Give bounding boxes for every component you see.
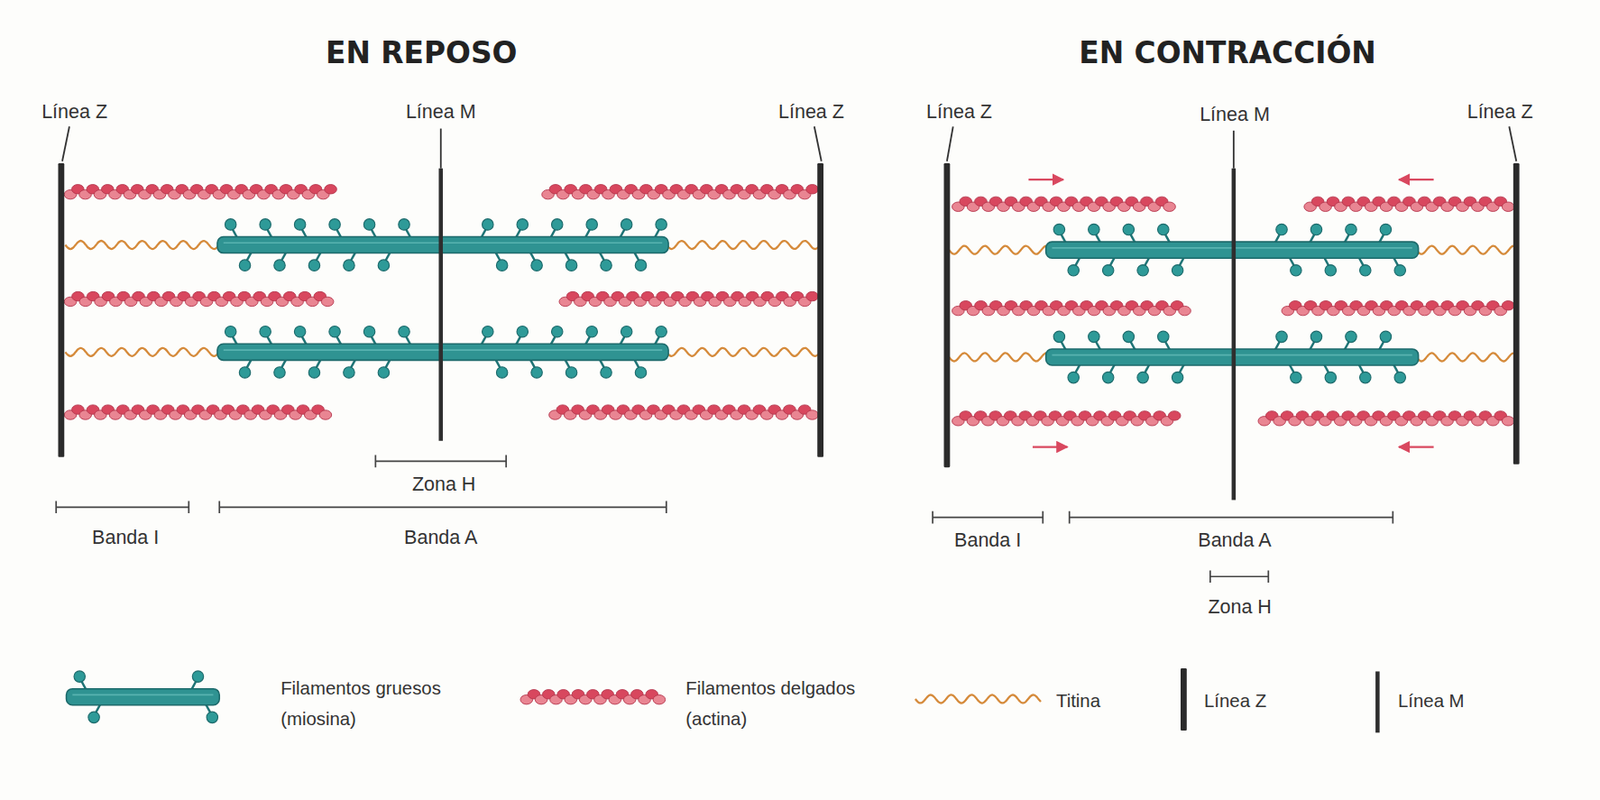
titin-filament	[64, 240, 220, 249]
part-label: Línea Z	[778, 101, 845, 124]
titin-filament	[948, 352, 1049, 361]
slide-arrow	[1028, 178, 1063, 181]
actin-filament	[542, 184, 819, 200]
part-label: Línea Z	[926, 101, 993, 124]
leader-line	[440, 128, 442, 169]
actin-filament	[952, 411, 1181, 426]
z-line	[1180, 668, 1187, 731]
part-label: Banda A	[1197, 529, 1271, 552]
legend-text: Filamentos gruesos (miosina)	[280, 673, 469, 736]
z-line	[57, 163, 65, 458]
actin-filament	[1281, 301, 1515, 316]
legend-text: Línea Z	[1204, 685, 1267, 717]
titin-filament	[666, 348, 819, 357]
legend-text: Línea M	[1397, 685, 1465, 717]
part-label: Línea Z	[41, 101, 108, 124]
part-label: Zona H	[1207, 596, 1271, 619]
band-bracket	[219, 501, 667, 515]
actin-filament	[1258, 411, 1515, 426]
titin-filament	[948, 246, 1049, 255]
part-label: Línea M	[1199, 102, 1270, 126]
panel-heading: EN REPOSO	[325, 36, 517, 71]
part-label: Banda I	[91, 526, 159, 550]
titin-filament	[1416, 352, 1515, 361]
part-label: Banda I	[954, 529, 1021, 552]
actin-filament	[1304, 196, 1515, 212]
m-line	[1232, 168, 1237, 501]
actin-filament	[952, 196, 1177, 212]
actin-filament	[952, 301, 1192, 316]
band-bracket	[932, 511, 1043, 525]
band-bracket	[55, 501, 189, 515]
actin-filament	[64, 291, 334, 306]
band-bracket	[1069, 511, 1394, 525]
myosin-filament	[66, 671, 221, 724]
slide-arrow	[1398, 445, 1434, 448]
actin-filament	[64, 404, 332, 420]
legend-text: Filamentos delgados (actina)	[685, 673, 880, 736]
myosin-filament	[217, 219, 669, 272]
part-label: Línea Z	[1467, 101, 1534, 124]
z-line	[817, 163, 824, 458]
z-line	[944, 163, 951, 468]
part-label: Banda A	[404, 526, 478, 550]
band-bracket	[375, 455, 506, 469]
leader-line	[1508, 126, 1517, 161]
panel-heading: EN CONTRACCIÓN	[1078, 36, 1376, 71]
titin-filament	[915, 694, 1041, 703]
myosin-filament	[217, 325, 669, 378]
slide-arrow	[1032, 445, 1067, 448]
part-label: Línea M	[405, 101, 477, 124]
leader-line	[814, 126, 822, 161]
leader-line	[62, 126, 70, 161]
leader-line	[1232, 130, 1235, 169]
titin-filament	[64, 348, 220, 357]
legend-text: Titina	[1056, 685, 1101, 717]
actin-filament	[549, 404, 819, 420]
actin-filament	[520, 689, 666, 705]
part-label: Zona H	[412, 473, 476, 497]
titin-filament	[1416, 246, 1515, 255]
z-line	[1513, 163, 1520, 465]
m-line	[1375, 671, 1380, 733]
actin-filament	[64, 184, 337, 200]
slide-arrow	[1398, 178, 1434, 181]
actin-filament	[559, 291, 819, 306]
m-line	[438, 168, 443, 442]
titin-filament	[666, 240, 819, 249]
leader-line	[947, 126, 954, 161]
band-bracket	[1210, 570, 1269, 583]
